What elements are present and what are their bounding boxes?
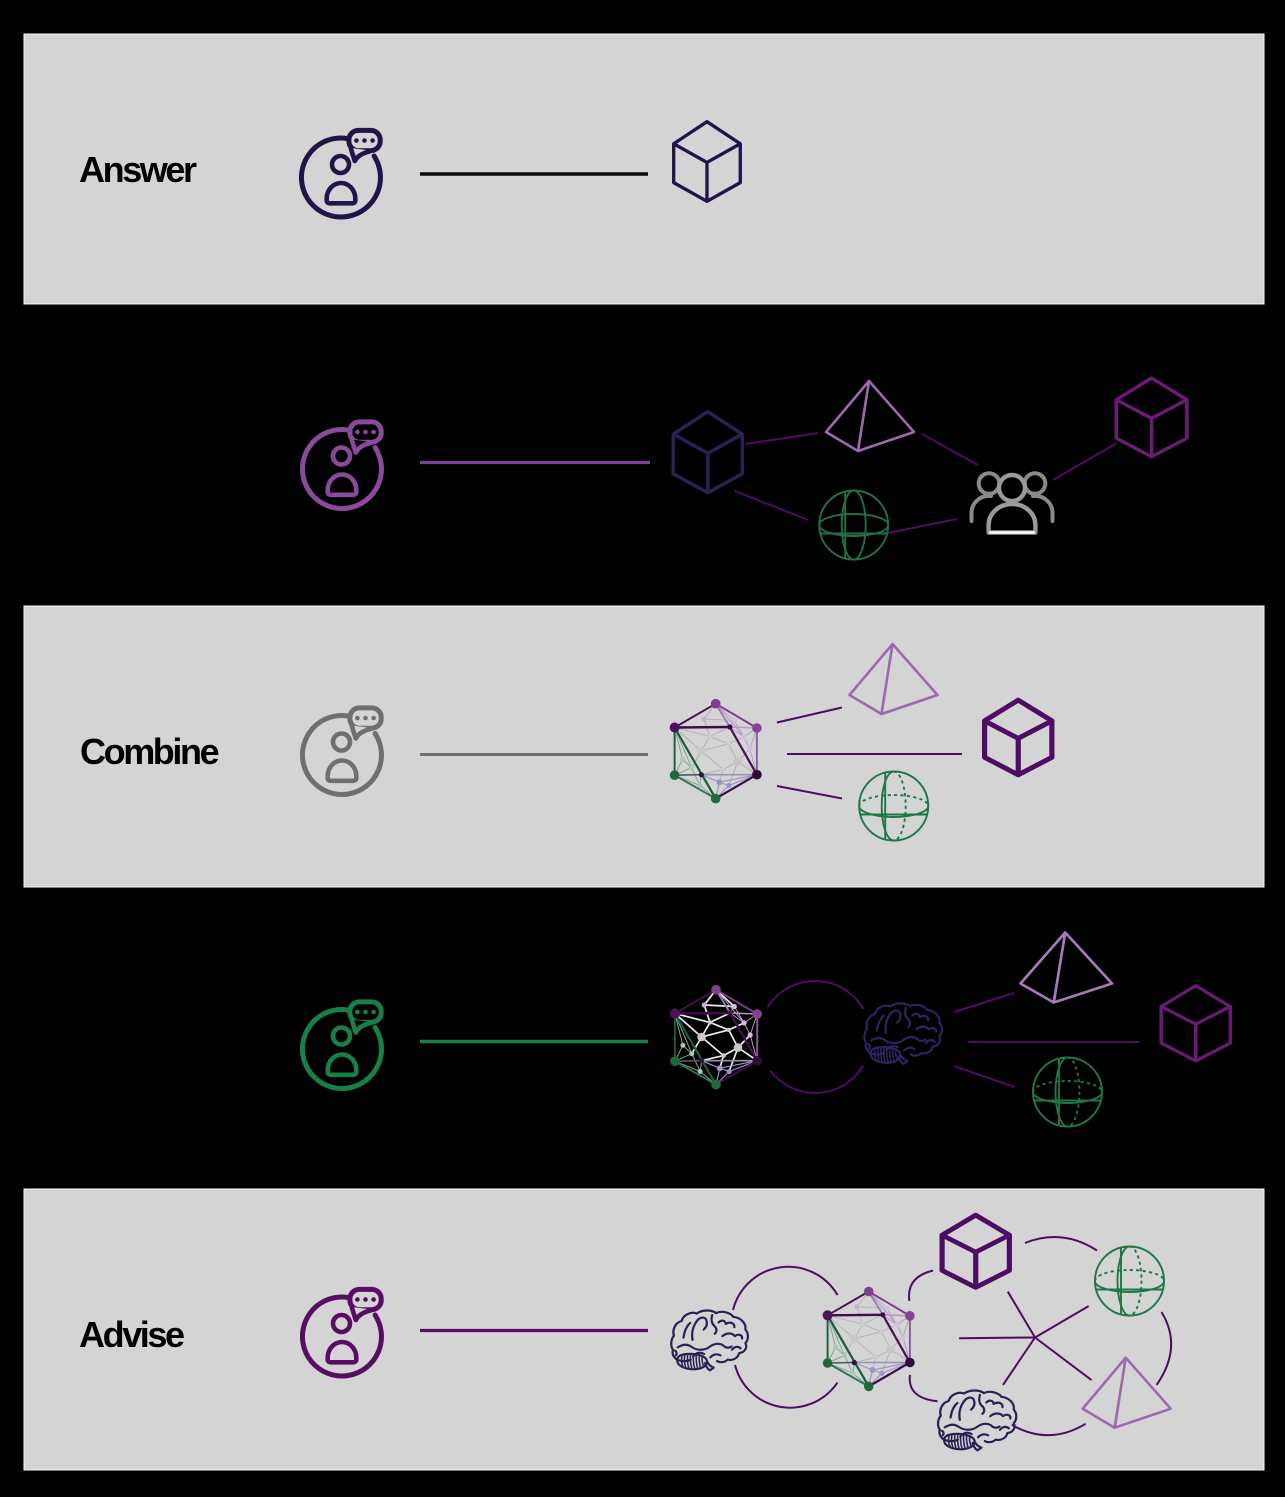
svg-text:Combine: Combine bbox=[80, 731, 219, 772]
svg-text:Advise: Advise bbox=[79, 1314, 184, 1355]
svg-text:Answer: Answer bbox=[79, 149, 197, 190]
